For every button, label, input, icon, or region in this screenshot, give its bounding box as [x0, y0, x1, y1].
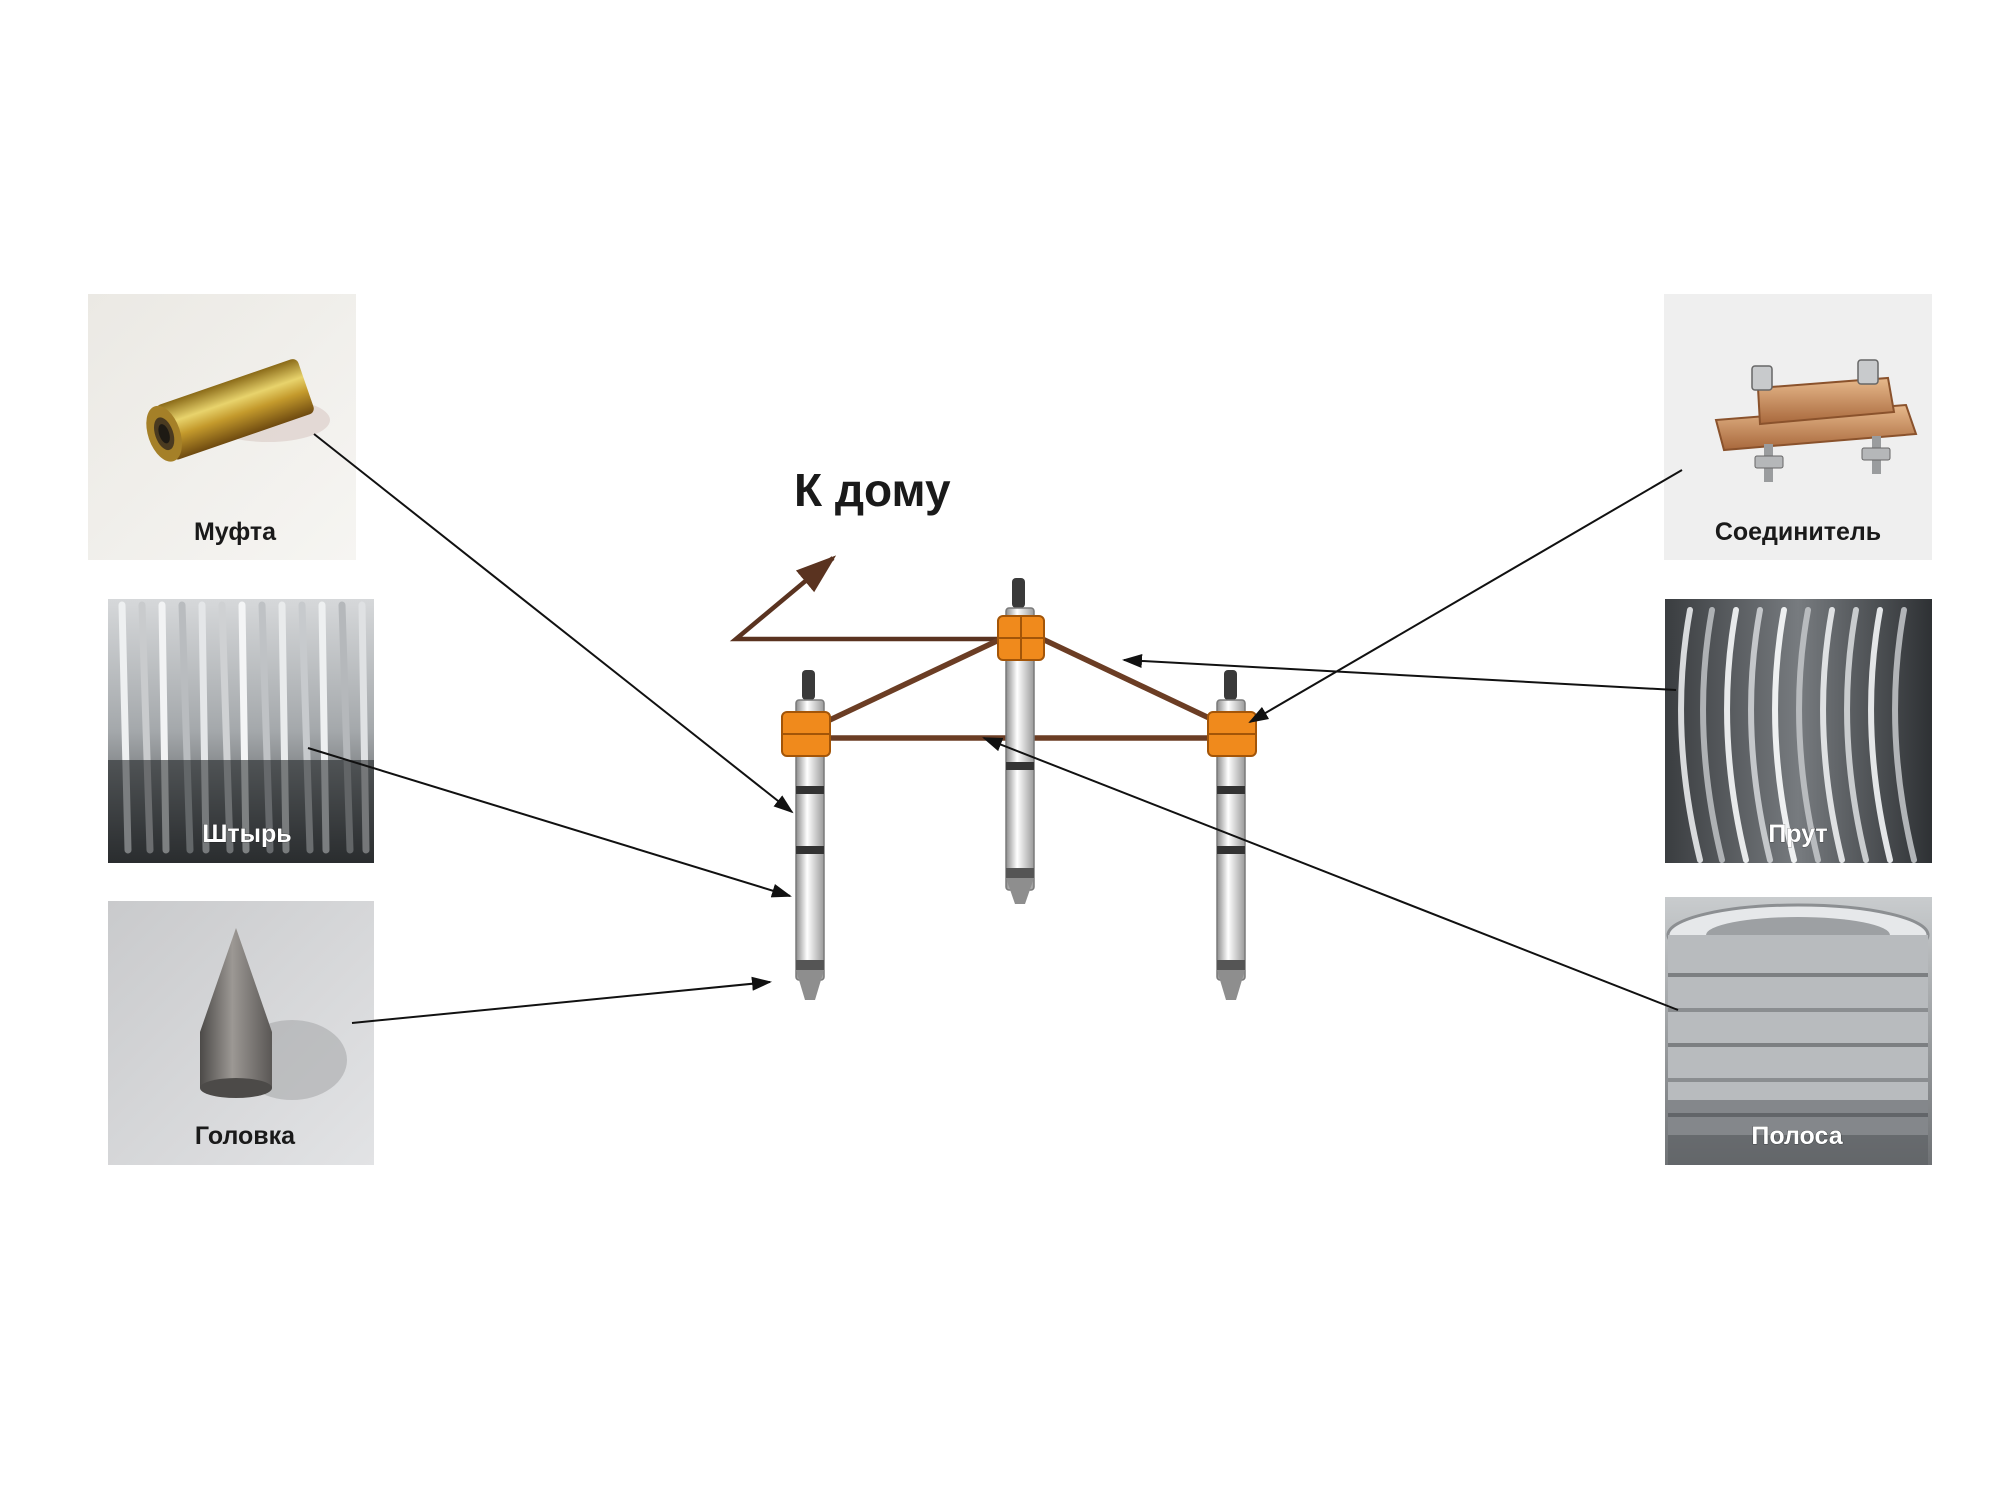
callout-arrow-strip — [982, 737, 1679, 1011]
component-card-coupling: Муфта — [88, 294, 356, 560]
ground-rod-right — [1207, 670, 1257, 1000]
component-card-wire: Прут — [1665, 599, 1932, 863]
callout-arrow-tip — [351, 976, 772, 1024]
callout-arrows — [307, 433, 1683, 1024]
rod-label: Штырь — [202, 820, 291, 848]
clamp-connector-icon — [1714, 359, 1918, 482]
strip-label: Полоса — [1751, 1122, 1843, 1150]
ground-rod-middle — [997, 578, 1045, 904]
ground-assembly: К дому — [729, 464, 1257, 1000]
coupling-sleeve-icon — [146, 359, 330, 462]
connector-label: Соединитель — [1715, 518, 1881, 546]
callout-arrow-connector — [1248, 469, 1683, 724]
callout-arrow-coupling — [313, 433, 794, 814]
wire-label: Прут — [1768, 820, 1827, 848]
coupling-label: Муфта — [194, 518, 277, 546]
tip-label: Головка — [195, 1122, 296, 1150]
component-card-connector: Соединитель — [1664, 294, 1932, 560]
callout-arrow-wire — [1122, 653, 1677, 691]
house-lead-line — [729, 555, 1001, 642]
component-card-tip: Головка — [108, 901, 374, 1165]
steel-strip-coil-icon — [1666, 903, 1930, 1165]
callout-arrow-rod — [307, 747, 792, 898]
ground-rod-left — [781, 670, 831, 1000]
component-card-rod: Штырь — [108, 599, 374, 863]
wire-coil-icon — [1678, 607, 1917, 863]
destination-label: К дому — [794, 464, 951, 516]
component-card-strip: Полоса — [1665, 897, 1932, 1165]
cone-tip-icon — [200, 928, 347, 1100]
steel-rods-icon — [108, 601, 374, 863]
